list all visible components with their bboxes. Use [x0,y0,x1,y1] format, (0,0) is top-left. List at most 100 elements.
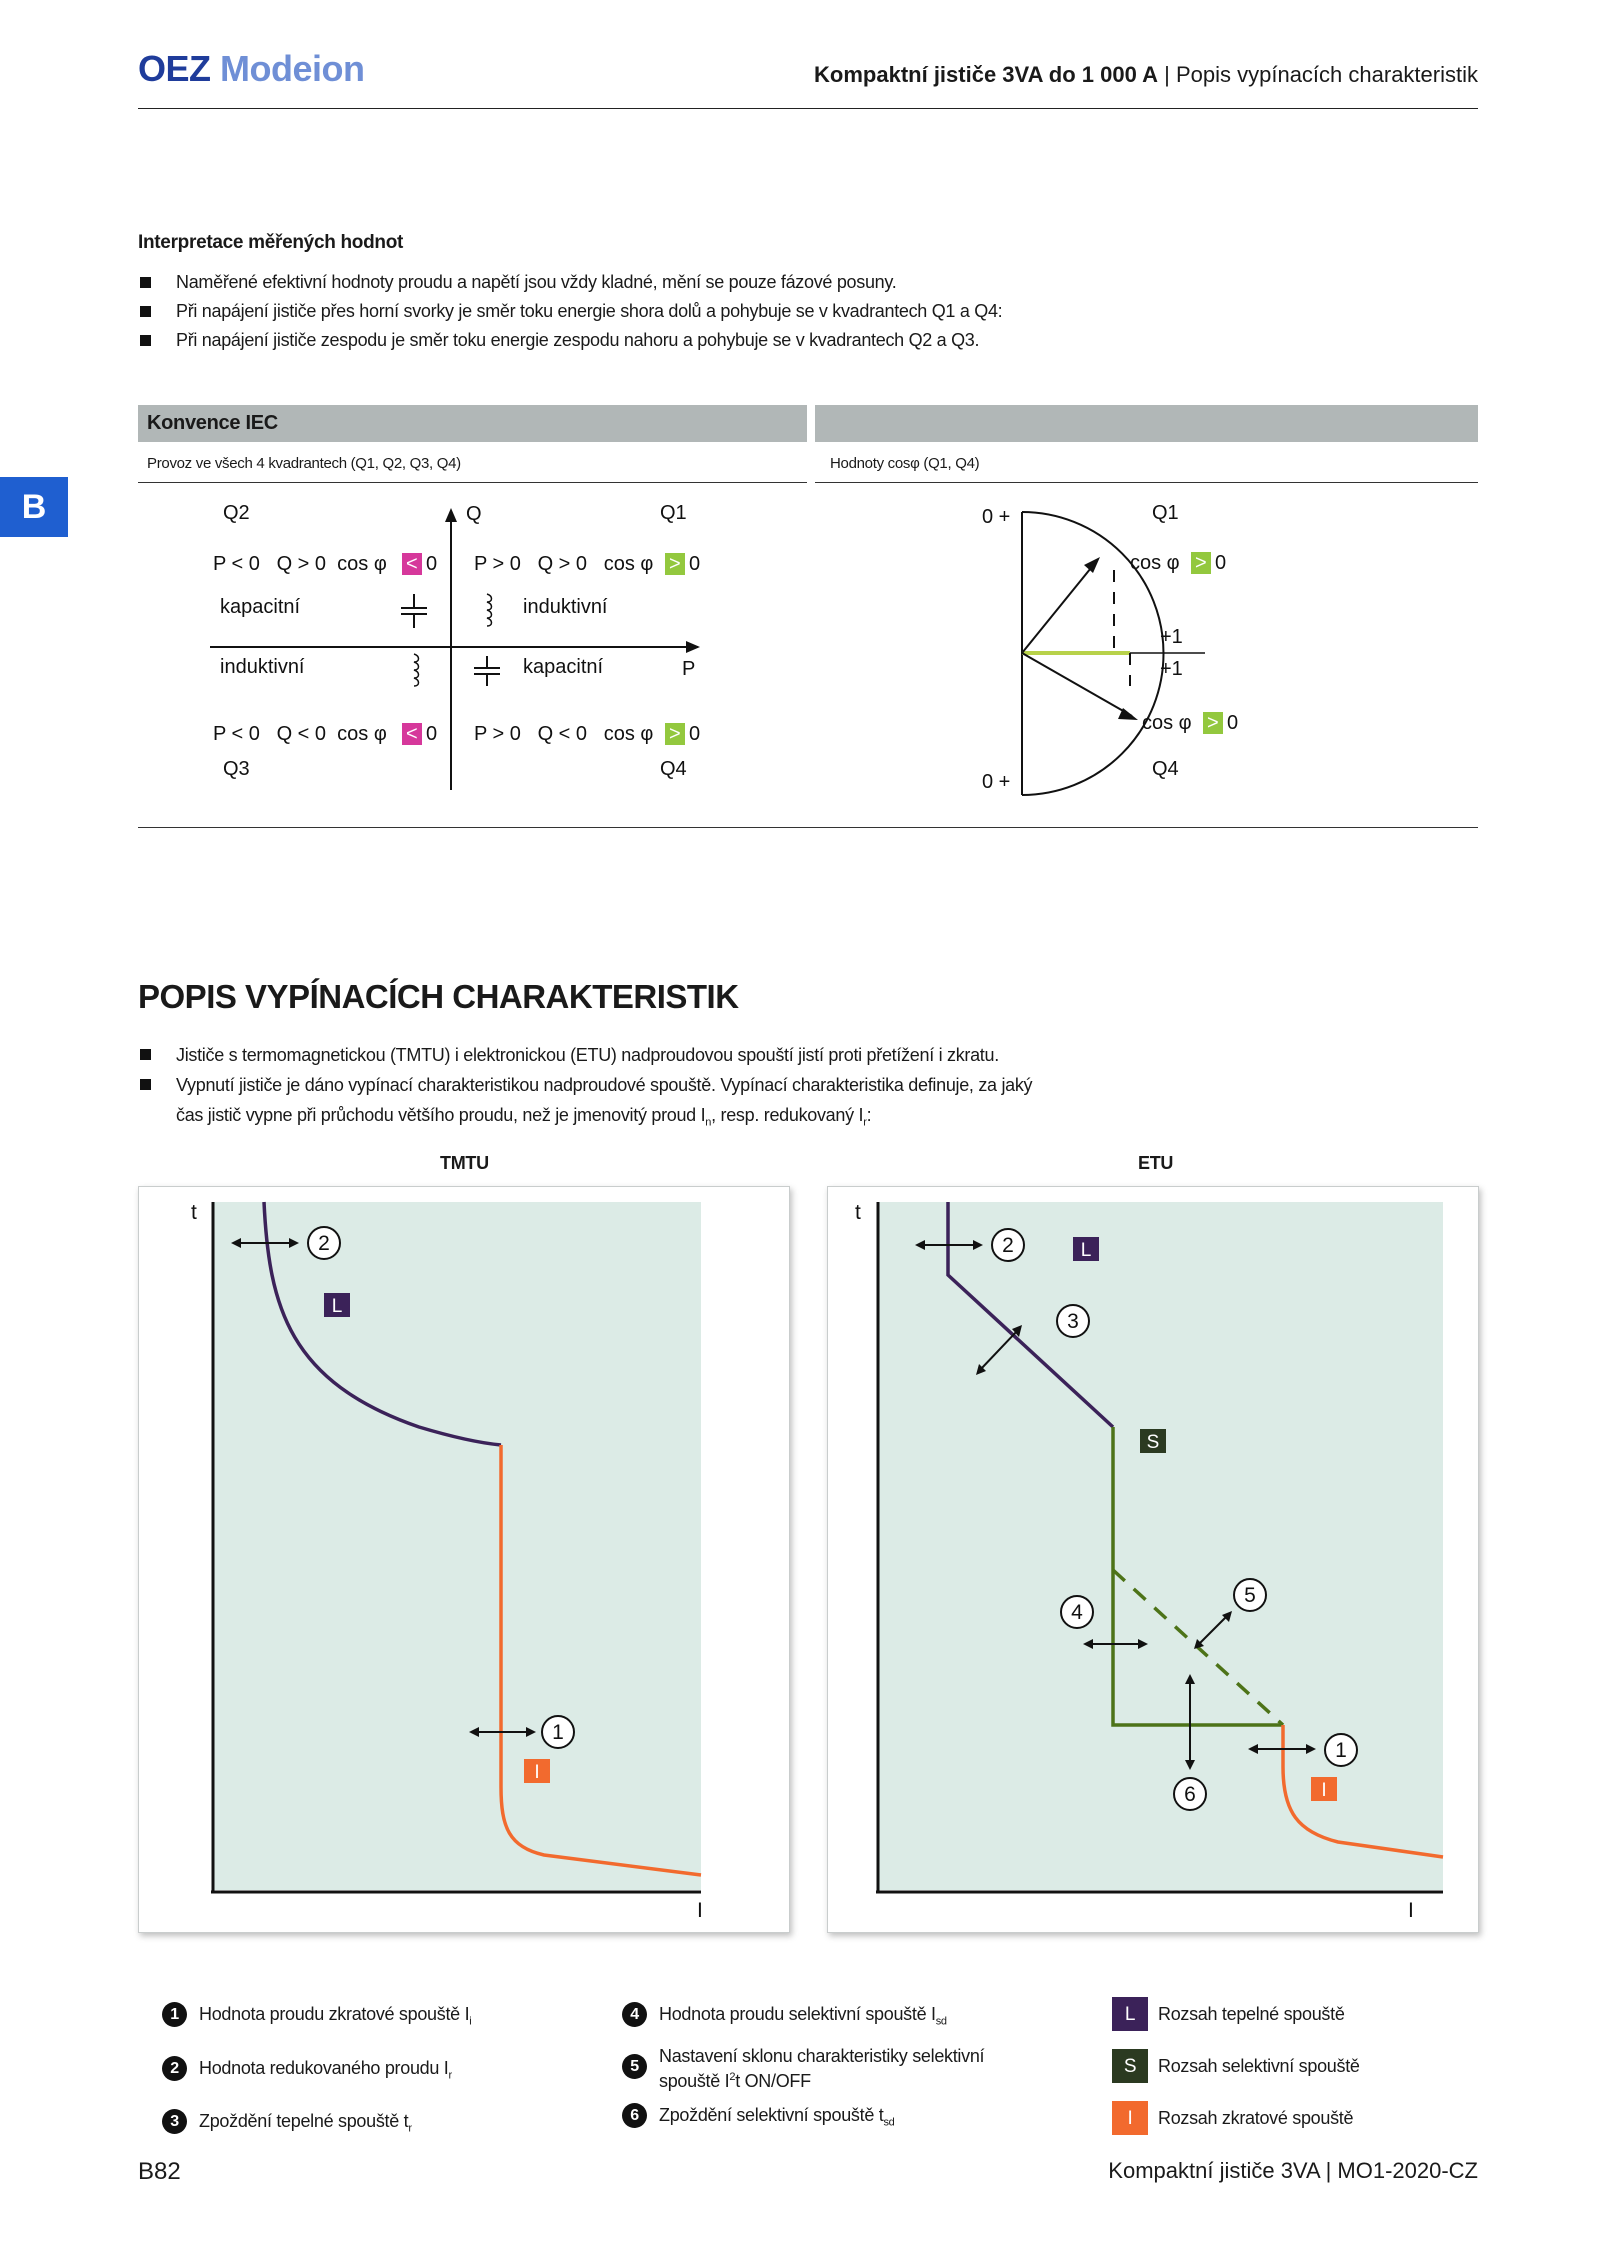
list-item: Naměřené efektivní hodnoty proudu a napě… [138,268,1438,297]
etu-chart-panel: t I 2 L 3 S 4 [827,1186,1479,1933]
list-item: Jističe s termomagnetickou (TMTU) i elek… [138,1040,1138,1070]
label-q2: Q2 [223,502,250,524]
iec-header-bar [138,405,807,442]
lower-sign: > [1207,712,1219,734]
footer-title: Kompaktní jističe 3VA | MO1-2020-CZ [1108,2158,1478,2184]
legend-text: Rozsah selektivní spouště [1158,2056,1360,2076]
legend-text: Zpoždění tepelné spouště tr [199,2111,412,2140]
capacitor-icon [474,656,500,686]
axis-i-label: I [697,1899,703,1922]
list-item-line: čas jistič vypne při průchodu většího pr… [176,1105,706,1125]
legend-item: I Rozsah zkratové spouště [1112,2101,1442,2135]
subscript: sd [935,2015,947,2028]
legend-item: 5 Nastavení sklonu charakteristiky selek… [622,2046,1062,2092]
label-axis-p: P [682,658,695,680]
q3-formula: P < 0 Q < 0 cos φ [213,723,387,745]
tag-s-box [1140,1429,1166,1453]
q2-sign-box [402,553,422,575]
company-logo: OEZ Modeion [138,48,365,90]
label-q4: Q4 [660,758,687,780]
iec-title: Konvence IEC [147,412,278,434]
marker-3 [1056,1304,1090,1338]
l-curve [946,1202,1115,1429]
capacitor-icon [401,594,427,628]
legend-item: 2 Hodnota redukovaného proudu Ir [162,2055,602,2087]
top-zero-label: 0 + [982,506,1010,528]
adjust-arrow-icon [1083,1639,1148,1649]
marker-2 [307,1226,341,1260]
q4-sign: > [669,723,681,745]
inductor-icon [486,593,493,627]
quadrant-diagram: Q2 Q Q1 P P < 0 Q > 0 cos φ < 0 P > 0 Q … [210,502,700,790]
adjust-arrow-icon [915,1240,983,1250]
legend-number: 2 [162,2055,187,2081]
i-curve [499,1445,702,1877]
list-item-line: , resp. redukovaný I [711,1105,864,1125]
q3-type: induktivní [220,656,305,678]
legend-text: Hodnota proudu zkratové spouště Ii [199,2004,472,2033]
subscript: i [469,2015,472,2028]
legend-item: 1 Hodnota proudu zkratové spouště Ii [162,2002,602,2033]
superscript: 2 [729,2070,736,2083]
adjust-arrow-icon [1185,1674,1195,1770]
tmtu-chart-title: TMTU [440,1153,489,1173]
iec-caption-left: Provoz ve všech 4 kvadrantech (Q1, Q2, Q… [147,455,461,472]
marker-5 [1233,1578,1267,1612]
lower-vector-arrow [1118,708,1138,720]
label-q4: Q4 [1152,758,1179,780]
iec-divider [138,482,807,483]
lower-cos-label: cos φ [1142,712,1192,734]
legend-text: Hodnota redukovaného proudu Ir [199,2058,452,2087]
upper-vector-arrow [1084,557,1100,573]
tmtu-characteristic-chart: t I 2 L 1 I [191,1201,703,1922]
iec-caption-right: Hodnoty cosφ (Q1, Q4) [830,455,980,472]
q1-formula: P > 0 Q > 0 cos φ [474,553,653,575]
q4-sign-box [665,723,685,745]
section-tab-marker: B [0,477,68,537]
q1-zero: 0 [689,553,700,575]
upper-zero: 0 [1215,552,1226,574]
label-axis-q: Q [466,503,482,525]
legend-text-line: Nastavení sklonu charakteristiky selekti… [659,2045,985,2066]
chart-area [878,1202,1443,1890]
marker-1-label: 1 [1335,1739,1347,1762]
header-title-rest: Popis vypínacích charakteristik [1175,62,1478,87]
subscript: r [448,2069,453,2082]
marker-3-label: 3 [1067,1310,1079,1333]
legend-text: Zpoždění selektivní spouště tsd [659,2105,895,2134]
list-item: Vypnutí jističe je dáno vypínací charakt… [138,1070,1138,1138]
legend-text-main: Zpoždění tepelné spouště t [199,2111,409,2132]
legend-box-s: S [1112,2049,1148,2083]
footer-title-a: Kompaktní jističe 3VA [1108,2158,1320,2183]
plus-one-bottom: +1 [1160,658,1183,680]
upper-cos-label: cos φ [1130,552,1180,574]
marker-6 [1173,1777,1207,1811]
axis-t-label: t [855,1201,861,1224]
q3-sign-box [402,723,422,745]
section-title: POPIS VYPÍNACÍCH CHARAKTERISTIK [138,978,739,1015]
legend-text: Rozsah zkratové spouště [1158,2108,1354,2128]
tag-i-box [524,1759,550,1783]
legend-text: Hodnota proudu selektivní spouště Isd [659,2004,947,2033]
label-q1: Q1 [660,502,687,524]
upper-vector [1021,562,1096,654]
axis-t-label: t [191,1201,197,1224]
subscript: r [408,2122,412,2135]
axis-i-label: I [1408,1899,1414,1922]
legend-box-i: I [1112,2101,1148,2135]
label-q1: Q1 [1152,502,1179,524]
marker-6-label: 6 [1184,1783,1196,1806]
tag-i: I [1321,1780,1326,1801]
tag-l: L [1081,1240,1092,1261]
plus-one-top: +1 [1160,626,1183,648]
legend-number: 3 [162,2109,187,2135]
legend-text: Nastavení sklonu charakteristiky selekti… [659,2045,985,2092]
marker-4 [1060,1595,1094,1629]
legend-text-line: t ON/OFF [735,2070,811,2091]
subscript: r [863,1116,867,1129]
q2-type: kapacitní [220,596,300,618]
legend-column-3: L Rozsah tepelné spouště S Rozsah selekt… [1112,1997,1442,2135]
q1-type: induktivní [523,596,608,618]
q2-zero: 0 [426,553,437,575]
upper-sign-box [1191,552,1211,574]
